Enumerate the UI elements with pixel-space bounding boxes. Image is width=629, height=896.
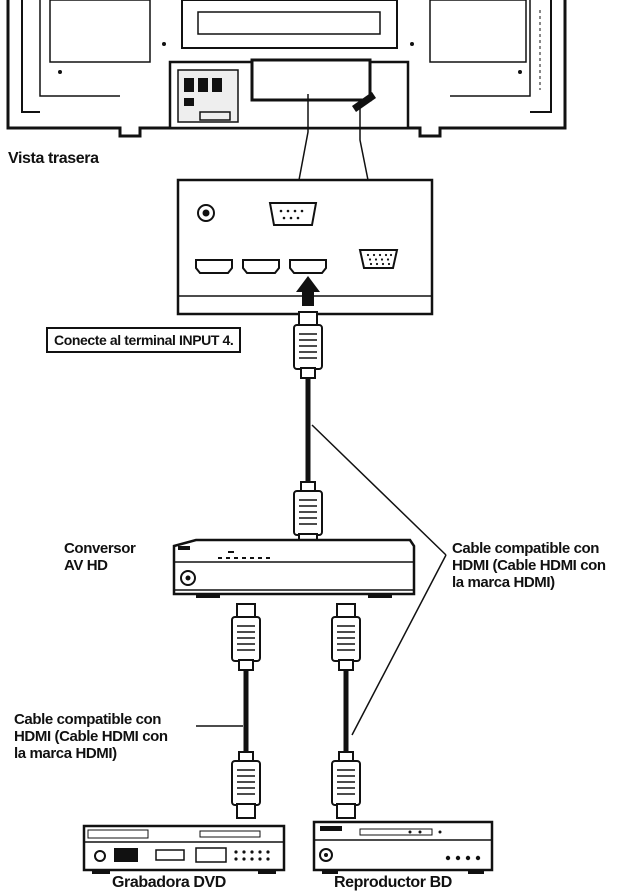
cable-label-left: Cable compatible con HDMI (Cable HDMI co… [14, 711, 168, 762]
zoom-lines [298, 94, 369, 181]
tv-rear-view [6, 0, 567, 138]
cable-label-right-line-3: la marca HDMI) [452, 574, 555, 591]
cable-label-left-line-1: Cable compatible con [14, 711, 162, 728]
converter-label-line-1: Conversor [64, 540, 136, 557]
cable-label-left-line-2: HDMI (Cable HDMI con [14, 728, 168, 745]
hdmi-cable-converter-dvd [231, 603, 261, 819]
dvd-recorder-label: Grabadora DVD [112, 874, 226, 891]
rear-view-label: Vista trasera [8, 150, 99, 167]
insert-arrow [296, 276, 320, 306]
cable-label-right-line-1: Cable compatible con [452, 540, 600, 557]
leader-lines [196, 424, 447, 736]
cable-label-right-line-2: HDMI (Cable HDMI con [452, 557, 606, 574]
dvd-recorder [82, 824, 286, 874]
bd-player [312, 820, 494, 874]
hdmi-cable-tv-converter [293, 311, 323, 549]
bd-player-label: Reproductor BD [334, 874, 452, 891]
cable-label-right: Cable compatible con HDMI (Cable HDMI co… [452, 540, 606, 591]
hdmi-cable-converter-bd [331, 603, 361, 819]
converter-label-line-2: AV HD [64, 557, 108, 574]
converter-label: Conversor AV HD [64, 540, 136, 574]
connect-input-label: Conecte al terminal INPUT 4. [46, 327, 242, 353]
hd-av-converter [172, 538, 416, 598]
cable-label-left-line-3: la marca HDMI) [14, 745, 117, 762]
